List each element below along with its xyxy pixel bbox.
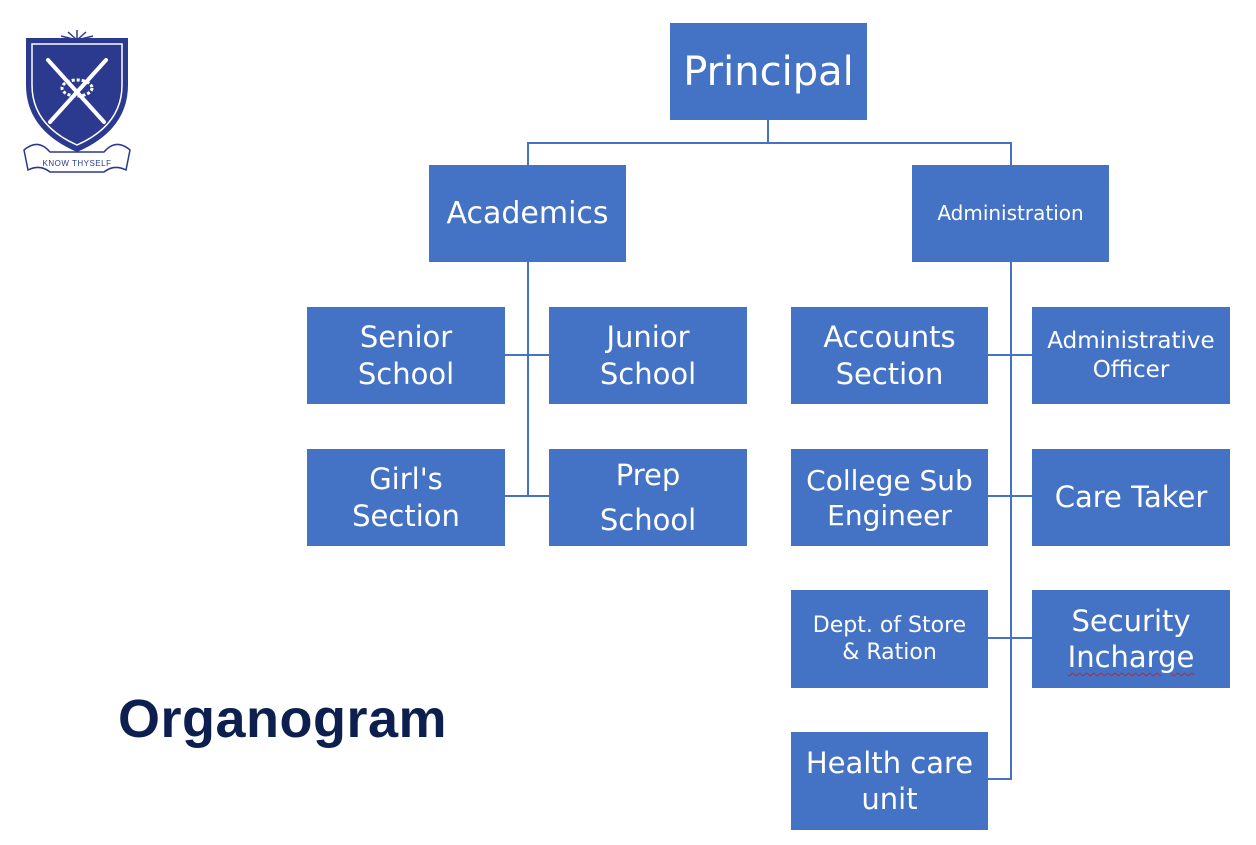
node-prep-school: Prep School — [549, 449, 747, 546]
node-senior-school: Senior School — [307, 307, 505, 404]
connector-academics-trunk — [527, 261, 529, 497]
node-principal: Principal — [670, 23, 867, 120]
connector-store-security — [988, 637, 1032, 639]
connector-principal-down — [767, 120, 769, 144]
page-title: Organogram — [118, 689, 448, 749]
node-accounts-section: Accounts Section — [791, 307, 988, 404]
connector-accounts-adminofficer — [988, 354, 1032, 356]
motto-text: KNOW THYSELF — [43, 159, 112, 168]
connector-engineer-caretaker — [988, 495, 1032, 497]
node-care-taker: Care Taker — [1032, 449, 1230, 546]
security-incharge-line2: Incharge — [1067, 640, 1195, 674]
node-administrative-officer: Administrative Officer — [1032, 307, 1230, 404]
node-academics: Academics — [429, 165, 626, 262]
motto-scroll — [23, 143, 131, 173]
node-college-sub-engineer: College Sub Engineer — [791, 449, 988, 546]
connector-girls-prep — [505, 495, 549, 497]
node-junior-school: Junior School — [549, 307, 747, 404]
connector-senior-junior — [505, 354, 549, 356]
security-incharge-line1: Security — [1071, 603, 1191, 638]
connector-to-administration — [1010, 142, 1012, 165]
node-administration: Administration — [912, 165, 1109, 262]
node-dept-store-ration: Dept. of Store & Ration — [791, 590, 988, 688]
school-crest-logo: KNOW THYSELF — [23, 30, 131, 173]
connector-health-care — [988, 778, 1012, 780]
node-girls-section: Girl's Section — [307, 449, 505, 546]
wreath-icon — [60, 78, 94, 98]
connector-administration-trunk — [1010, 261, 1012, 780]
node-security-incharge: Security Incharge — [1032, 590, 1230, 688]
connector-top-horizontal — [527, 142, 1012, 144]
crossed-swords-icon — [46, 58, 108, 124]
connector-to-academics — [527, 142, 529, 165]
node-health-care-unit: Health care unit — [791, 732, 988, 830]
